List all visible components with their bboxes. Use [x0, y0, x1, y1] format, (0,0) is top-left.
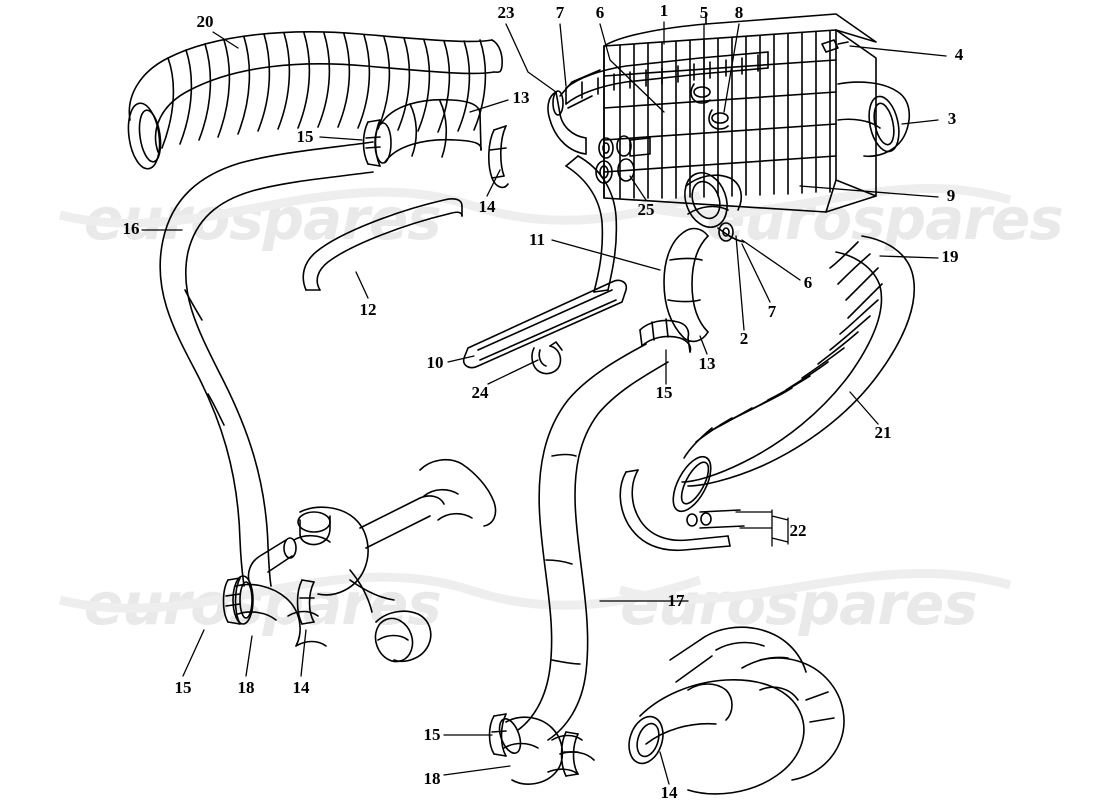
- part-22-strap: [619, 469, 745, 552]
- part-18-elbow-hose-left: [232, 575, 327, 647]
- part-15-clamp-center: [639, 318, 692, 353]
- callout-20: 20: [196, 12, 214, 31]
- callout-3: 3: [947, 109, 957, 128]
- part-3-outlet-snout: [837, 81, 911, 157]
- callout-14-bottom: 14: [660, 783, 678, 800]
- callout-18-bottom: 18: [423, 769, 441, 788]
- callout-4: 4: [954, 45, 964, 64]
- callout-25: 25: [637, 200, 655, 219]
- callout-12: 12: [359, 300, 377, 319]
- part-14-clamp-bottom-right: [560, 731, 579, 777]
- part-13-sleeve-upper-left: [374, 98, 482, 164]
- callout-16: 16: [122, 219, 140, 238]
- part-17-long-hose: [517, 343, 669, 741]
- callout-10: 10: [426, 353, 444, 372]
- callout-2: 2: [739, 329, 749, 348]
- part-15-clamp-left-bottom: [222, 577, 241, 625]
- part-19-21-ribbed-duct-right: [672, 235, 916, 513]
- part-10-gasket: [462, 279, 628, 369]
- part-24-clip: [531, 341, 563, 375]
- callout-15-center: 15: [655, 383, 673, 402]
- part-8-stud: [708, 109, 729, 130]
- callout-15-upper: 15: [296, 127, 314, 146]
- part-2-throttle-body: [684, 172, 745, 243]
- callout-8: 8: [734, 3, 744, 22]
- callout-6: 6: [595, 3, 605, 22]
- callout-9: 9: [946, 186, 956, 205]
- callout-11: 11: [528, 230, 546, 249]
- callout-17: 17: [667, 591, 685, 610]
- callout-13-upper: 13: [512, 88, 530, 107]
- part-4-screw: [821, 39, 849, 53]
- callout-14-center: 14: [478, 197, 496, 216]
- part-20-ribbed-duct: [127, 31, 503, 170]
- callout-21: 21: [874, 423, 892, 442]
- part-11-u-tube: [565, 155, 618, 293]
- callout-18-left-bottom: 18: [237, 678, 255, 697]
- callout-15-left-bottom: 15: [174, 678, 192, 697]
- bottom-right-assembly: [628, 626, 845, 795]
- part-5-stud: [690, 83, 711, 104]
- part-13-hose-center: [663, 227, 709, 343]
- part-14-clip-center: [488, 125, 509, 189]
- callout-19: 19: [941, 247, 959, 266]
- leader-lines: [141, 21, 947, 785]
- callout-13-center: 13: [698, 354, 716, 373]
- callout-7: 7: [555, 3, 565, 22]
- part-16-long-hose-left: [159, 141, 374, 587]
- callout-24: 24: [471, 383, 489, 402]
- callout-6-lower: 6: [803, 273, 813, 292]
- part-23-elbow-pipe: [547, 90, 587, 155]
- part-25-washers: [595, 135, 651, 184]
- callout-5: 5: [699, 3, 709, 22]
- callout-15-bottom: 15: [423, 725, 441, 744]
- callout-14-left-bottom: 14: [292, 678, 310, 697]
- part-12-bracket: [302, 198, 463, 291]
- callout-1: 1: [659, 1, 669, 20]
- callout-7-lower: 7: [767, 302, 777, 321]
- callout-23: 23: [497, 3, 515, 22]
- part-14-clamp-left-bottom: [296, 579, 315, 625]
- callout-22: 22: [789, 521, 807, 540]
